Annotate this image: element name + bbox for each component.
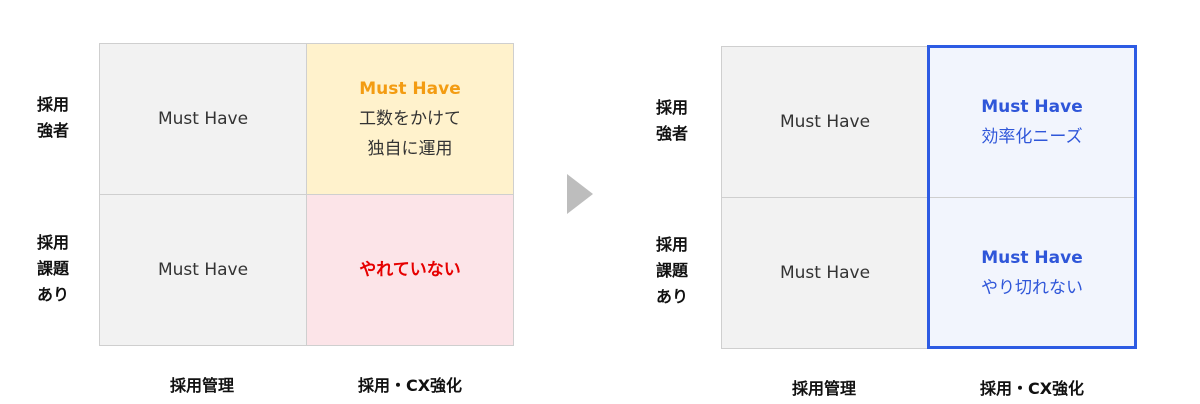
left-col-label-cx: 採用・CX強化 bbox=[357, 376, 463, 395]
right-row-label-strong: 採用 強者 bbox=[655, 98, 688, 143]
right-cell-issue-cx-title: Must Have bbox=[981, 248, 1083, 268]
right-triangle-arrow-icon bbox=[567, 174, 593, 214]
left-row-label-strong: 採用 強者 bbox=[36, 95, 69, 140]
right-cell-strong-management-text: Must Have bbox=[779, 112, 871, 132]
left-cell-strong-cx-body: 工数をかけて 独自に運用 bbox=[359, 109, 461, 159]
right-cell-strong-cx: Must Have 効率化ニーズ bbox=[928, 46, 1136, 198]
right-cell-strong-management: Must Have bbox=[721, 46, 929, 198]
left-cell-strong-management: Must Have bbox=[99, 43, 307, 195]
right-col-label-cx: 採用・CX強化 bbox=[979, 379, 1085, 398]
left-cell-issue-cx: やれていない bbox=[306, 194, 514, 346]
right-cell-strong-cx-body: 効率化ニーズ bbox=[981, 127, 1083, 147]
left-cell-strong-cx: Must Have 工数をかけて 独自に運用 bbox=[306, 43, 514, 195]
left-cell-strong-cx-title: Must Have bbox=[359, 79, 461, 99]
left-cell-issue-management-text: Must Have bbox=[157, 260, 249, 280]
left-col-label-management: 採用管理 bbox=[169, 376, 234, 395]
left-cell-issue-management: Must Have bbox=[99, 194, 307, 346]
right-cell-issue-cx: Must Have やり切れない bbox=[928, 197, 1136, 349]
left-cell-issue-cx-text: やれていない bbox=[359, 260, 461, 280]
right-col-label-management: 採用管理 bbox=[791, 379, 856, 398]
right-cell-strong-cx-title: Must Have bbox=[981, 97, 1083, 117]
left-row-label-issue: 採用 課題 あり bbox=[36, 233, 69, 304]
right-cell-issue-management: Must Have bbox=[721, 197, 929, 349]
left-cell-strong-management-text: Must Have bbox=[157, 109, 249, 129]
right-cell-issue-management-text: Must Have bbox=[779, 263, 871, 283]
right-cell-issue-cx-body: やり切れない bbox=[981, 278, 1083, 298]
right-row-label-issue: 採用 課題 あり bbox=[655, 235, 688, 306]
